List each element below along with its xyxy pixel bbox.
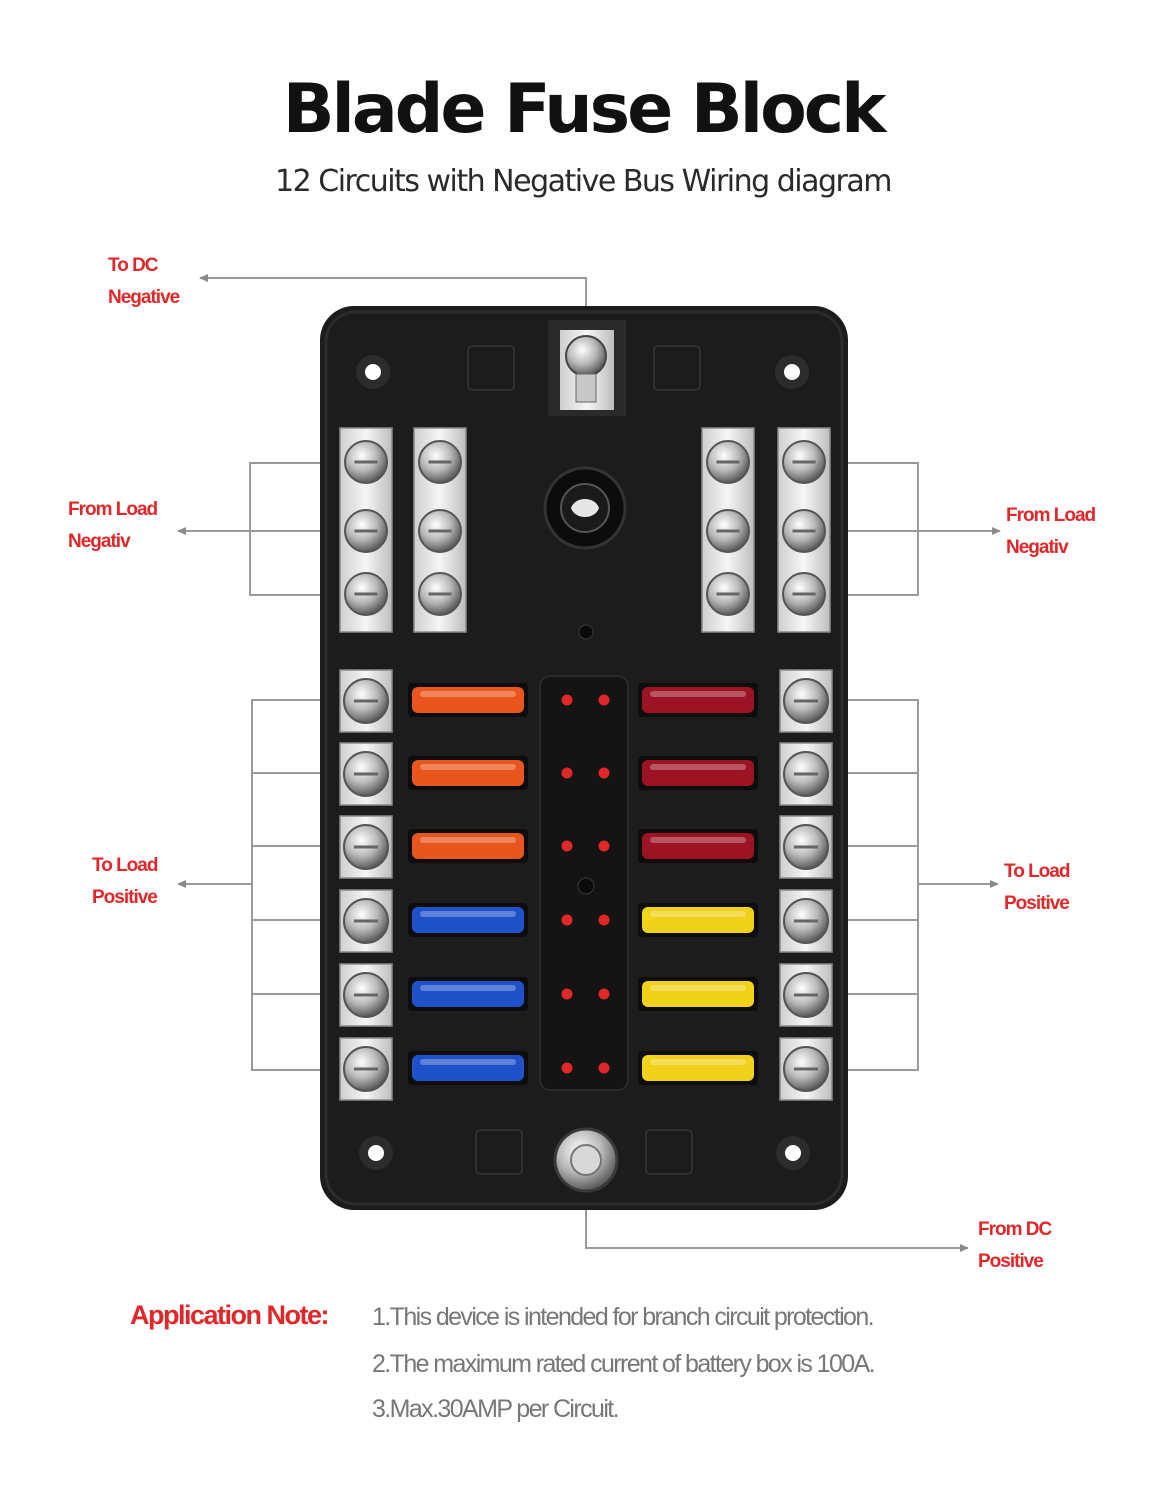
label-line: Positive — [1004, 893, 1070, 914]
positive-terminal — [339, 963, 393, 1027]
label-line: Negative — [108, 287, 180, 308]
blade-fuse — [408, 829, 528, 863]
positive-terminal — [339, 815, 393, 879]
label-line: From Load — [1006, 505, 1096, 526]
page-title: Blade Fuse Block — [282, 70, 887, 149]
label-line: Negativ — [68, 531, 131, 552]
indicator-led — [598, 694, 610, 706]
indicator-led — [598, 767, 610, 779]
application-note-line: 1.This device is intended for branch cir… — [372, 1303, 875, 1331]
blade-fuse — [408, 756, 528, 790]
label-line: From Load — [68, 499, 158, 520]
right-negative-bracket — [828, 462, 919, 596]
positive-terminal — [339, 669, 393, 733]
positive-terminal — [339, 742, 393, 806]
blade-fuse — [408, 977, 528, 1011]
from-dc-positive-label: From DC Positive — [978, 1214, 1052, 1278]
label-line: To Load — [1004, 861, 1070, 882]
positive-terminal — [339, 1037, 393, 1101]
to-dc-negative-label: To DC Negative — [108, 250, 180, 314]
positive-terminal — [339, 889, 393, 953]
from-load-negative-right-label: From Load Negativ — [1006, 500, 1096, 564]
positive-terminal — [779, 963, 833, 1027]
negative-bus-plate — [413, 427, 467, 633]
positive-terminal — [779, 1037, 833, 1101]
blade-fuse — [638, 829, 758, 863]
application-note-line: 3.Max.30AMP per Circuit. — [372, 1395, 620, 1423]
blade-fuse — [638, 977, 758, 1011]
center-round-holder — [543, 466, 627, 895]
negative-bus-plate — [701, 427, 755, 633]
positive-stud-terminal — [553, 1127, 619, 1193]
blade-fuse — [638, 903, 758, 937]
blade-fuse — [408, 1051, 528, 1085]
indicator-led — [561, 988, 573, 1000]
left-negative-bracket — [249, 462, 338, 596]
indicator-led — [561, 767, 573, 779]
blade-fuse — [638, 756, 758, 790]
positive-terminal — [779, 815, 833, 879]
positive-terminal — [779, 889, 833, 953]
blade-fuse — [408, 683, 528, 717]
to-load-positive-left-label: To Load Positive — [92, 850, 158, 914]
from-load-negative-left-label: From Load Negativ — [68, 494, 158, 558]
label-line: To DC — [108, 255, 159, 276]
label-line: To Load — [92, 855, 158, 876]
indicator-led — [598, 914, 610, 926]
label-line: Positive — [978, 1251, 1044, 1272]
mounting-holes — [356, 355, 810, 1170]
indicator-led — [561, 914, 573, 926]
indicator-led — [598, 840, 610, 852]
indicator-led — [598, 988, 610, 1000]
positive-terminal — [779, 742, 833, 806]
blade-fuse — [408, 903, 528, 937]
page-subtitle: 12 Circuits with Negative Bus Wiring dia… — [275, 164, 892, 199]
blade-fuse — [638, 683, 758, 717]
negative-bus-plate — [777, 427, 831, 633]
blade-fuse — [638, 1051, 758, 1085]
indicator-led — [598, 1062, 610, 1074]
label-line: From DC — [978, 1219, 1052, 1240]
indicator-led — [561, 1062, 573, 1074]
indicator-led — [561, 840, 573, 852]
label-line: Negativ — [1006, 537, 1069, 558]
indicator-led — [561, 694, 573, 706]
to-load-positive-right-label: To Load Positive — [1004, 856, 1070, 920]
negative-bus-plate — [339, 427, 393, 633]
negative-stud-terminal — [548, 320, 626, 416]
application-note-line: 2.The maximum rated current of battery b… — [372, 1350, 876, 1378]
label-line: Positive — [92, 887, 158, 908]
application-note-heading: Application Note: — [130, 1300, 330, 1330]
positive-terminal — [779, 669, 833, 733]
